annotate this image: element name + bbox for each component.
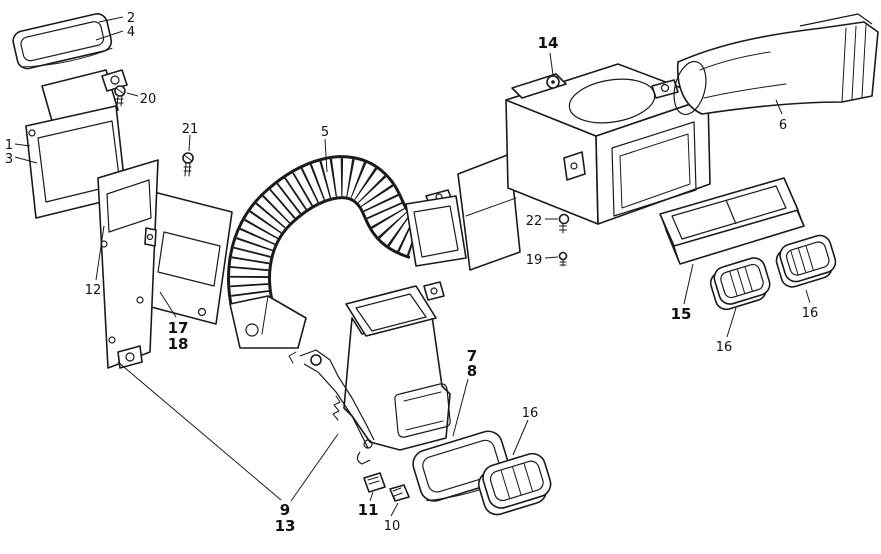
callout-12: 12: [85, 283, 102, 298]
callout-10: 10: [384, 519, 401, 534]
part-grille-16c: [477, 452, 552, 516]
callout-7: 7: [467, 347, 477, 365]
part-lever-9-13: [288, 349, 375, 465]
callout-3: 3: [5, 152, 13, 167]
part-nut-10: [389, 484, 410, 502]
callout-20: 20: [140, 92, 157, 107]
callout-16: 16: [716, 340, 733, 355]
leader-line-16: [512, 419, 529, 456]
callout-9: 9: [280, 501, 290, 519]
callout-19: 19: [526, 253, 543, 268]
leader-line-13: [117, 361, 282, 501]
leader-line-11: [369, 491, 374, 502]
callout-2: 2: [127, 11, 135, 26]
leader-line-14: [549, 52, 554, 76]
leader-line-19: [544, 256, 559, 259]
leader-line-3: [14, 156, 38, 164]
leader-line-18: [159, 291, 177, 318]
part-vent-15: [659, 177, 805, 265]
leader-line-16: [805, 289, 811, 304]
callout-8: 8: [467, 362, 477, 380]
callout-6: 6: [779, 118, 787, 133]
part-heater-box-14: [457, 63, 711, 271]
leader-line-15: [683, 263, 694, 305]
part-hose-5: [227, 155, 467, 349]
callout-14: 14: [538, 34, 559, 52]
part-duct-7-8: [343, 281, 451, 451]
leader-line-2: [98, 16, 124, 23]
callout-15: 15: [671, 305, 692, 323]
part-clip-11: [363, 472, 386, 493]
part-defroster-garnish-2-4: [12, 13, 113, 70]
callout-13: 13: [275, 517, 296, 535]
leader-line-9: [290, 433, 339, 502]
callout-1: 1: [5, 138, 13, 153]
part-grille-16b: [775, 234, 837, 288]
callout-17: 17: [168, 319, 189, 337]
callout-16: 16: [522, 406, 539, 421]
leader-line-16: [726, 307, 737, 338]
callout-22: 22: [526, 214, 543, 229]
leader-line-8: [452, 378, 469, 437]
leader-line-21: [188, 134, 191, 152]
screw-20: [114, 85, 126, 107]
screw-22: [558, 213, 570, 234]
part-duct-6: [673, 13, 879, 116]
callout-18: 18: [168, 335, 189, 353]
leader-line-20: [126, 92, 139, 97]
screw-19: [558, 251, 568, 267]
callout-11: 11: [358, 501, 379, 519]
part-bracket-plates-12-17-18: [97, 159, 233, 369]
leader-line-5: [324, 138, 328, 173]
callout-21: 21: [182, 122, 199, 137]
part-grille-16a: [709, 257, 771, 311]
callout-4: 4: [127, 25, 135, 40]
leader-line-10: [390, 502, 399, 517]
callout-16: 16: [802, 306, 819, 321]
leader-line-4: [95, 30, 124, 41]
callout-5: 5: [321, 125, 329, 140]
leader-line-12: [95, 225, 105, 281]
screw-21: [182, 152, 194, 177]
leader-line-6: [775, 99, 783, 115]
leader-line-1: [14, 143, 31, 147]
